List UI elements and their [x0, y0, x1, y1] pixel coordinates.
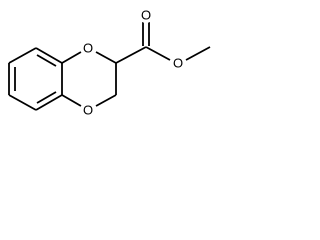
bond-ring [35, 47, 63, 64]
bond-ring-double [36, 91, 57, 104]
bond-ring [8, 47, 37, 64]
dioxane-ring [61, 51, 117, 107]
ester-oxygen-label: O [173, 56, 183, 71]
atom-label-o-ester: O [170, 55, 186, 71]
ring-oxygen-top-label: O [83, 41, 93, 56]
bond-ester-o-methyl [185, 46, 211, 61]
bond-carbonyl-ester-o [145, 46, 171, 61]
bond-ch-carbonyl [115, 46, 147, 64]
atom-label-o-carbonyl: O [138, 7, 154, 23]
ring-oxygen-bottom-label: O [83, 103, 93, 118]
atom-label-o-ring-bottom: O [80, 102, 96, 118]
bond-ch2-o [95, 94, 117, 107]
benzene-ring [8, 47, 63, 111]
atom-label-o-ring-top: O [80, 40, 96, 56]
bond-ring-double [36, 54, 57, 67]
bond-aryl-o-top [61, 51, 82, 64]
chemical-structure-diagram: O O O O [8, 7, 211, 118]
bond-ring [8, 94, 37, 111]
carbonyl-oxygen-label: O [141, 8, 151, 23]
bond-ring [35, 94, 63, 111]
bond-o-ch [95, 51, 117, 64]
ester-group [115, 22, 211, 64]
bond-o-aryl-bottom [61, 94, 82, 107]
